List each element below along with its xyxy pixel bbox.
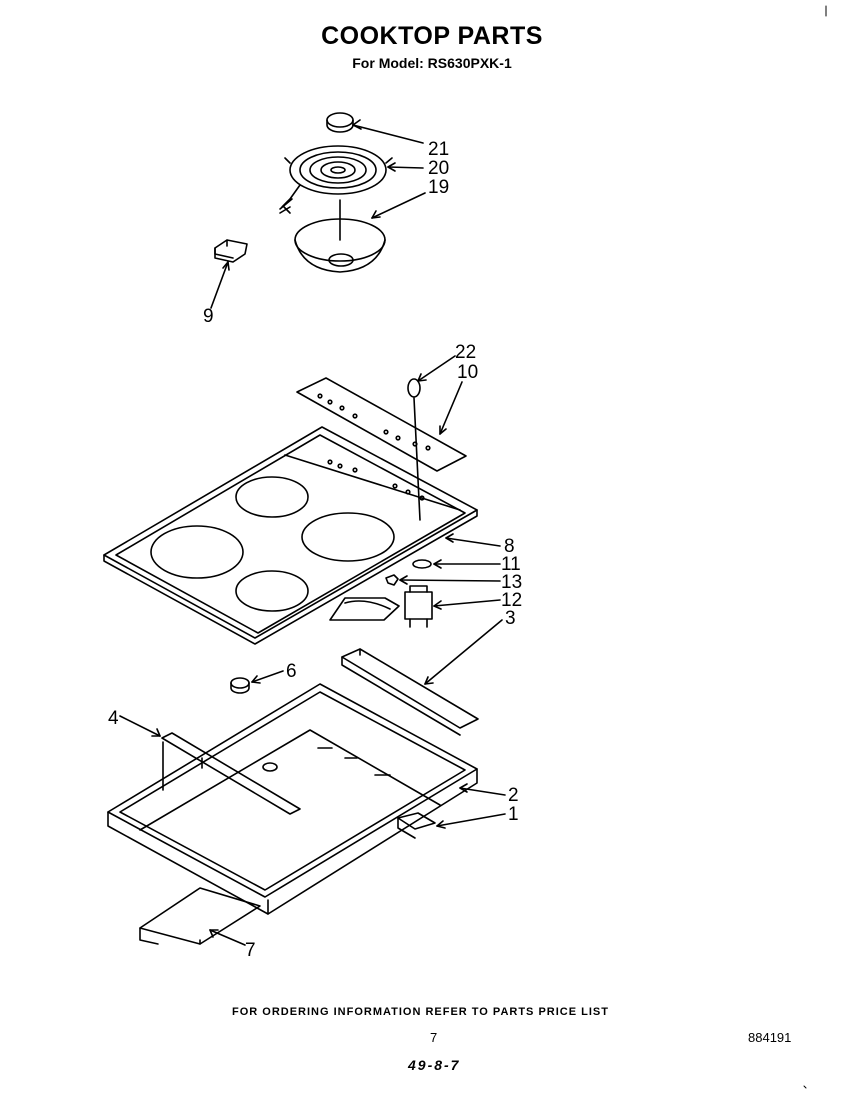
document-number: 884191	[748, 1030, 792, 1045]
rear-bracket-part-1	[397, 812, 436, 839]
indicator-light-part-22	[407, 378, 421, 398]
support-rod-part-4	[161, 732, 301, 815]
page-title: COOKTOP PARTS	[321, 22, 543, 50]
cooktop-glass-part-8	[103, 426, 478, 645]
callout-12: 12	[501, 590, 522, 611]
callout-20: 20	[428, 158, 449, 179]
terminal-block-part-9	[214, 239, 248, 263]
drip-bowl-part-19	[294, 199, 386, 273]
callout-6: 6	[286, 661, 297, 682]
page-number: 7	[430, 1030, 438, 1045]
knob-cap-part-21	[326, 112, 354, 133]
callout-9: 9	[203, 306, 214, 327]
callout-11: 11	[501, 554, 521, 575]
burner-box-part-2	[107, 683, 478, 915]
control-panel-insert-part-10	[296, 377, 467, 472]
callout-2: 2	[508, 785, 519, 806]
bottom-brace-part-7	[139, 887, 261, 945]
callout-10: 10	[457, 362, 478, 383]
surface-element-part-20	[279, 145, 393, 214]
callout-3: 3	[505, 608, 516, 629]
leader-lines	[119, 119, 506, 946]
callout-19: 19	[428, 177, 449, 198]
handwritten-note: 49-8-7	[408, 1057, 461, 1073]
front-bracket-part-3	[341, 648, 479, 736]
ordering-note: FOR ORDERING INFORMATION REFER TO PARTS …	[232, 1006, 609, 1018]
callout-7: 7	[245, 940, 256, 961]
bumper-part-6	[230, 677, 250, 694]
callout-22: 22	[455, 342, 476, 363]
scan-mark	[803, 1085, 807, 1089]
model-subtitle: For Model: RS630PXK-1	[352, 55, 512, 71]
callout-1: 1	[508, 804, 519, 825]
switch-parts-11-13-12	[329, 559, 433, 628]
callout-8: 8	[504, 536, 515, 557]
callout-4: 4	[108, 708, 119, 729]
callout-13: 13	[501, 572, 522, 593]
callout-21: 21	[428, 139, 449, 160]
